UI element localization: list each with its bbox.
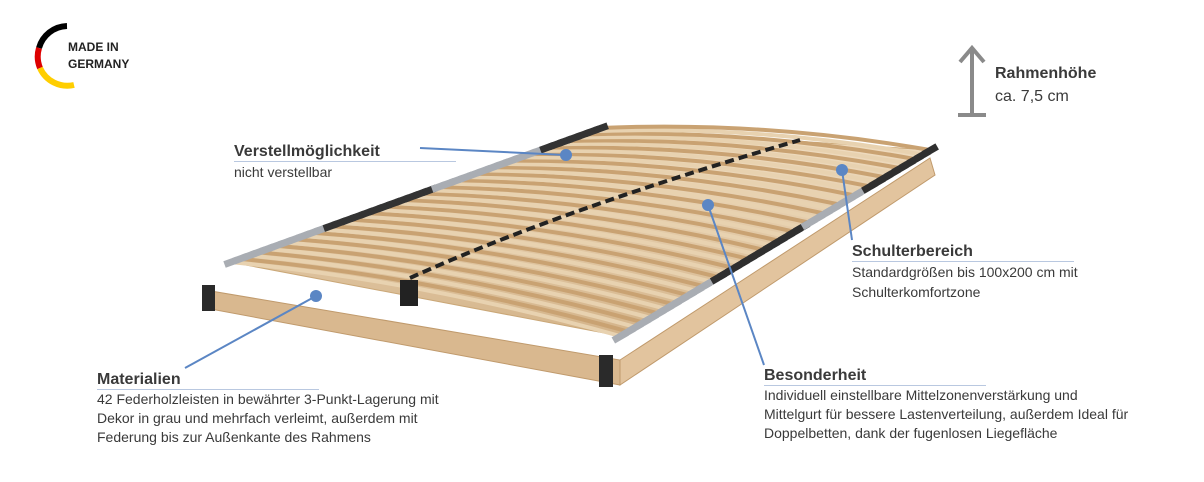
slat	[356, 214, 727, 275]
slat	[256, 250, 644, 325]
special-title: Besonderheit	[764, 367, 867, 384]
slat-caps-left	[223, 122, 609, 268]
slat	[374, 207, 742, 266]
shoulder-line2: Schulterkomfortzone	[852, 284, 981, 300]
slat	[247, 253, 636, 329]
slat-cap	[593, 122, 609, 134]
slat	[428, 188, 787, 239]
slat	[581, 131, 916, 162]
slat	[437, 184, 795, 234]
slat	[500, 161, 848, 202]
slat	[473, 171, 825, 216]
frame-foot-left	[202, 285, 215, 311]
height-arrow-icon	[958, 44, 986, 117]
callout-dot-shoulder	[836, 164, 848, 176]
slat	[554, 141, 893, 175]
slat-caps-right	[611, 143, 939, 344]
badge-line1: MADE IN	[68, 40, 119, 54]
slat	[392, 201, 757, 257]
slat	[410, 194, 772, 248]
germany-flag-ring-icon	[34, 23, 75, 89]
frame-foot-mid	[400, 280, 418, 306]
adjustability-title: Verstellmöglichkeit	[234, 143, 380, 160]
materials-rule	[97, 389, 319, 390]
materials-line2: Dekor in grau und mehrfach verleimt, auß…	[97, 410, 418, 426]
shoulder-line1: Standardgrößen bis 100x200 cm mit	[852, 264, 1078, 280]
slat	[238, 256, 629, 334]
slat	[265, 246, 651, 320]
slat	[464, 175, 818, 221]
adjustability-text: nicht verstellbar	[234, 164, 333, 180]
slat	[274, 243, 659, 316]
slat	[536, 148, 878, 184]
slat	[329, 224, 704, 289]
special-line2: Mittelgurt für bessere Lastenverteilung,…	[764, 406, 1129, 422]
callout-dot-materials	[310, 290, 322, 302]
special-line1: Individuell einstellbare Mittelzonenvers…	[764, 387, 1078, 403]
slat	[311, 230, 689, 298]
slat	[419, 191, 780, 243]
frame-foot-front	[599, 355, 613, 387]
slat	[347, 217, 719, 279]
slat	[320, 227, 697, 293]
shoulder-title: Schulterbereich	[852, 243, 973, 260]
frame-height-title: Rahmenhöhe	[995, 65, 1097, 82]
frame-height-value: ca. 7,5 cm	[995, 88, 1069, 105]
slat	[482, 168, 833, 211]
adjustability-rule	[234, 161, 456, 162]
callout-dot-adjustability	[560, 149, 572, 161]
slat	[491, 165, 840, 207]
materials-line3: Federung bis zur Außenkante des Rahmens	[97, 429, 371, 445]
materials-title: Materialien	[97, 371, 181, 388]
slat	[572, 135, 908, 166]
slat	[527, 152, 870, 189]
badge-line2: GERMANY	[68, 57, 130, 71]
slat-cap	[921, 143, 939, 158]
center-belt	[409, 138, 801, 280]
slat	[283, 240, 666, 311]
callout-dot-special	[702, 199, 714, 211]
slat	[383, 204, 750, 261]
slat	[401, 197, 765, 252]
slat	[509, 158, 855, 198]
slats	[229, 124, 931, 338]
shoulder-rule	[852, 261, 1074, 262]
special-rule	[764, 385, 986, 386]
slat	[599, 124, 931, 152]
made-in-germany-badge: MADE IN GERMANY	[34, 20, 144, 92]
slat	[365, 210, 734, 270]
slat	[229, 260, 621, 338]
slat	[293, 237, 674, 307]
special-line3: Doppelbetten, dank der fugenlosen Liegef…	[764, 425, 1058, 441]
slat	[302, 233, 681, 302]
slat	[563, 138, 901, 171]
slat	[590, 128, 923, 157]
slat	[338, 220, 712, 284]
materials-line1: 42 Federholzleisten in bewährter 3-Punkt…	[97, 391, 439, 407]
